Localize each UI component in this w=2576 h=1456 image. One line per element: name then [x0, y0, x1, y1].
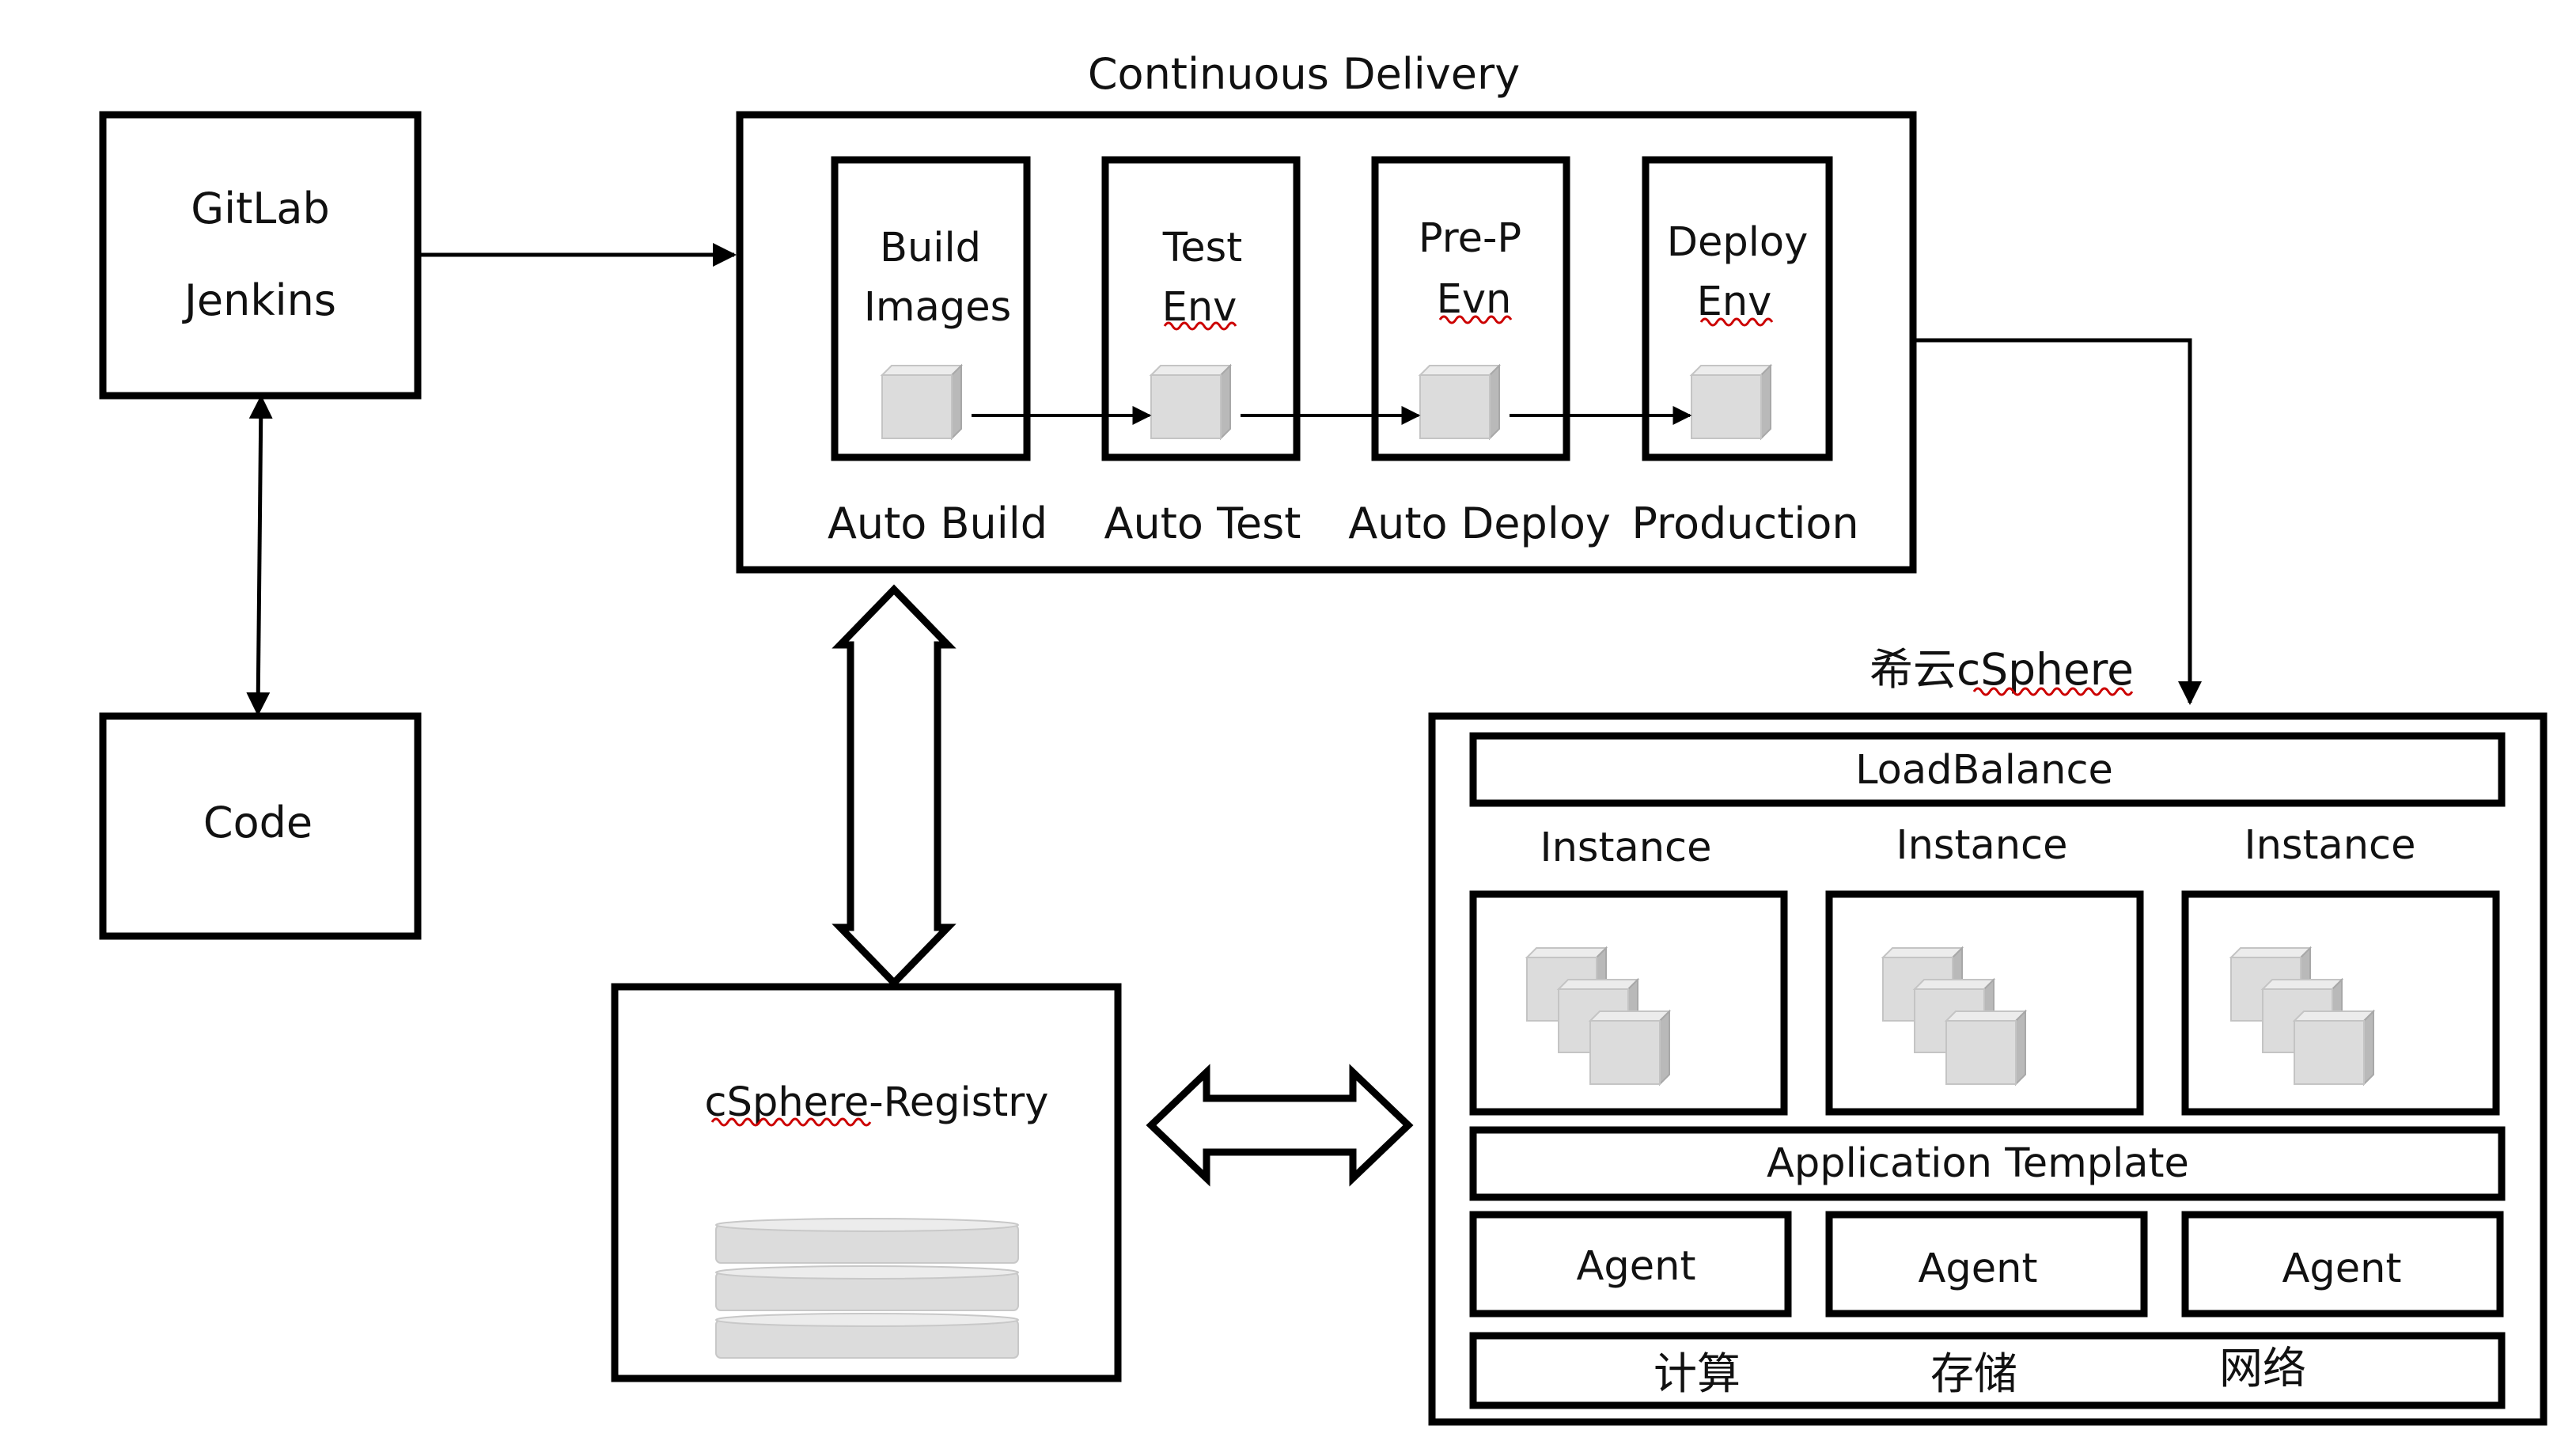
registry-box [611, 983, 1122, 1382]
instance-box [1469, 890, 1788, 1116]
continuous-delivery-title: Continuous Delivery [1088, 49, 1520, 99]
code-box [99, 712, 422, 940]
stage-label-line2: Evn [1437, 276, 1512, 323]
stage-build-images [831, 156, 1031, 461]
csphere-title: 希云cSphere [1869, 644, 2134, 695]
agent-box [2181, 1211, 2504, 1318]
stage-label-line1: Build [880, 225, 981, 271]
gitlab-code-arrow [246, 395, 273, 716]
instance-label: Instance [1896, 822, 2068, 869]
stage-label-line1: Pre-P [1419, 215, 1521, 262]
resource-label-storage: 存储 [1930, 1348, 2017, 1399]
registry-label: cSphere-Registry [705, 1079, 1049, 1126]
resource-label-network: 网络 [2219, 1343, 2306, 1393]
stage-label-line1: Deploy [1667, 219, 1809, 266]
stage-test-env [1101, 156, 1301, 461]
gitlab-jenkins-box [99, 111, 422, 400]
database-stack-icon [715, 1218, 1019, 1359]
stage-pre-prod [1371, 156, 1570, 461]
cube-icon [881, 365, 962, 439]
stage-caption: Production [1631, 499, 1858, 548]
jenkins-label: Jenkins [182, 275, 336, 325]
agent-label: Agent [1577, 1243, 1696, 1290]
resource-label-compute: 计算 [1654, 1348, 1741, 1399]
stage-caption: Auto Test [1104, 499, 1301, 548]
app-template-bar [1469, 1126, 2506, 1201]
csphere-box [1428, 712, 2548, 1426]
agent-box [1469, 1211, 1792, 1318]
cube-stack-icon [1883, 948, 2025, 1084]
cube-stack-icon [2231, 948, 2373, 1084]
registry-csphere-double-arrow [1146, 1064, 1414, 1187]
code-label: Code [203, 798, 313, 847]
instance-label: Instance [2245, 822, 2416, 869]
agent-box [1825, 1211, 2148, 1318]
cube-icon [1150, 365, 1231, 439]
agent-label: Agent [2282, 1246, 2402, 1292]
cd-to-csphere-arrow [1913, 338, 2202, 705]
cube-icon [1419, 365, 1500, 439]
loadbalance-label: LoadBalance [1855, 747, 2113, 794]
cd-registry-double-arrow [832, 584, 957, 988]
stage-label-line2: Env [1697, 279, 1772, 325]
instance-label: Instance [1540, 825, 1712, 871]
spellcheck-squiggle [1699, 317, 1774, 327]
spellcheck-squiggle [1163, 321, 1237, 331]
cube-stack-icon [1527, 948, 1669, 1084]
stage-caption: Auto Build [828, 499, 1047, 548]
instance-box [2181, 890, 2500, 1116]
stage-label-line2: Images [864, 284, 1011, 331]
stage-label-line1: Test [1162, 225, 1242, 271]
cube-icon [1691, 365, 1771, 439]
spellcheck-squiggle [1972, 687, 2134, 696]
instance-box [1825, 890, 2144, 1116]
spellcheck-squiggle [710, 1117, 872, 1127]
stage-deploy-env [1642, 156, 1833, 461]
gitlab-label: GitLab [191, 184, 329, 233]
resources-bar [1469, 1332, 2506, 1409]
stage-caption: Auto Deploy [1348, 499, 1611, 548]
loadbalance-bar [1469, 732, 2506, 807]
agent-label: Agent [1919, 1246, 2038, 1292]
app-template-label: Application Template [1767, 1140, 2189, 1187]
spellcheck-squiggle [1438, 315, 1513, 324]
